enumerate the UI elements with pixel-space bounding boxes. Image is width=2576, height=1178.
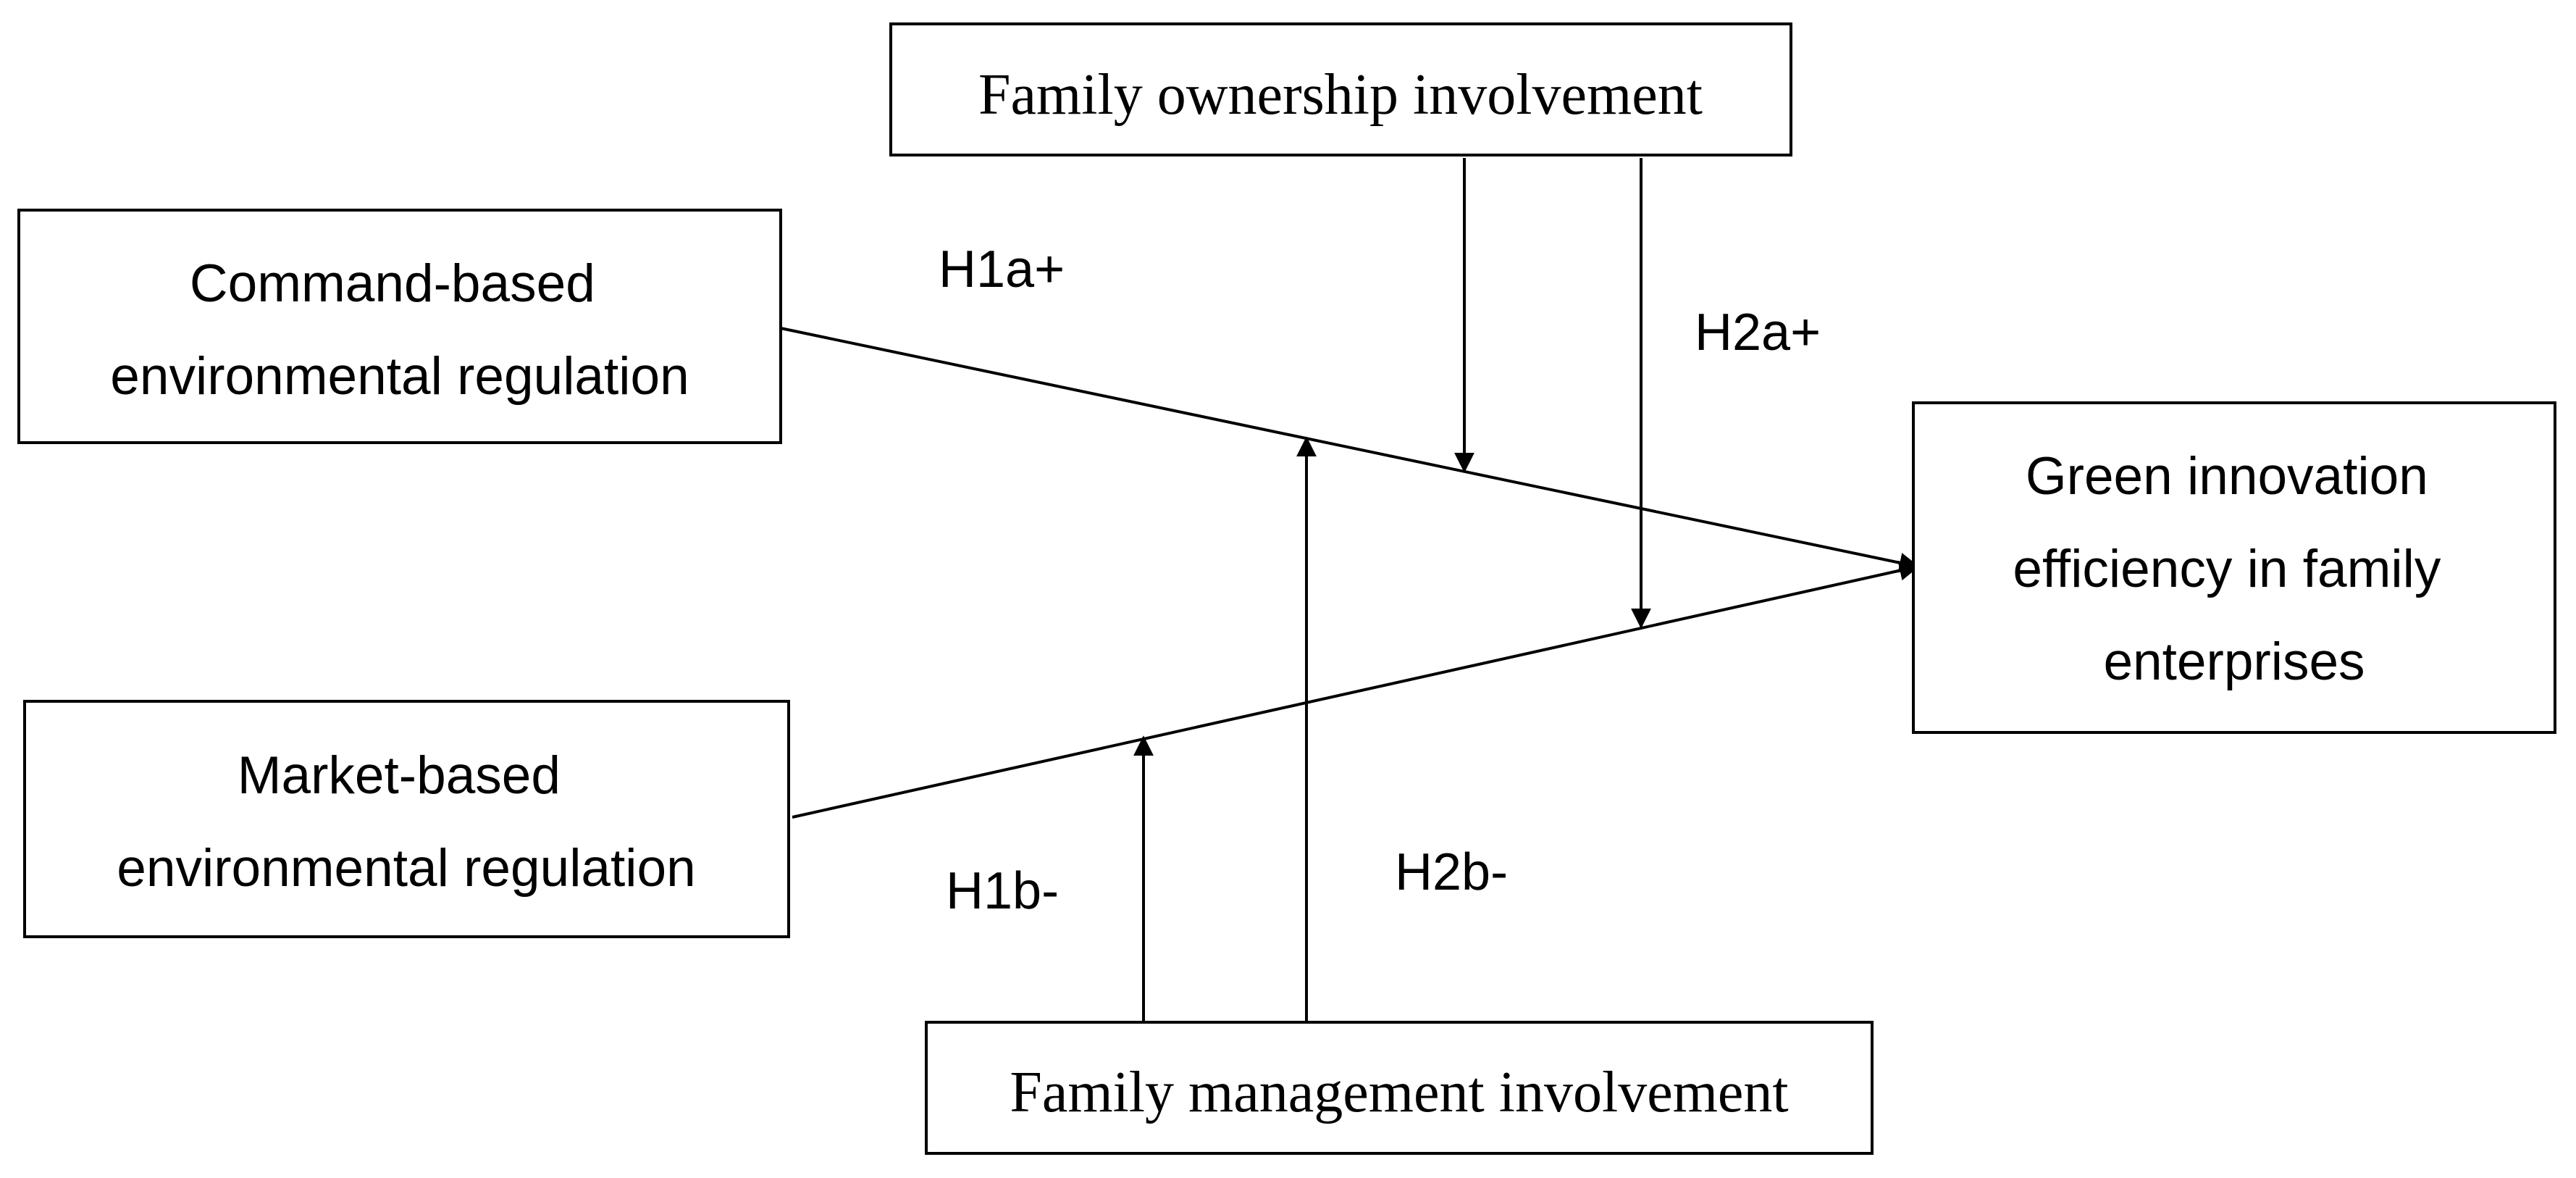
node-label-line: Family ownership involvement bbox=[978, 63, 1703, 127]
node-label-line: Market-based bbox=[238, 746, 561, 805]
svg-text:Family ownership involvement: Family ownership involvement bbox=[978, 63, 1703, 127]
hypothesis-label-h1a: H1a+ bbox=[939, 241, 1065, 298]
node-label-line: Green innovation bbox=[2026, 447, 2428, 506]
hypothesis-label-h2b: H2b- bbox=[1395, 843, 1508, 901]
node-label-line: Family management involvement bbox=[1010, 1061, 1788, 1124]
svg-text:Family management involvement: Family management involvement bbox=[1010, 1061, 1788, 1124]
path-market-to-green-innovation bbox=[792, 560, 1920, 819]
node-label-line: environmental regulation bbox=[117, 839, 695, 898]
node-command-based-environmental-regulation: Command-based environmental regulation bbox=[17, 209, 782, 444]
node-label-line: enterprises bbox=[2103, 632, 2365, 691]
node-label-line: efficiency in family bbox=[2013, 540, 2441, 598]
node-label-line: Command-based bbox=[190, 254, 595, 313]
path-command-to-green-innovation bbox=[780, 327, 1920, 573]
node-green-innovation-efficiency: Green innovation efficiency in family en… bbox=[1912, 401, 2556, 734]
svg-text:Command-based environmen: Command-based environmental regulation bbox=[110, 254, 689, 406]
node-market-based-environmental-regulation: Market-based environmental regulation bbox=[23, 700, 790, 938]
hypothesis-label-h2a: H2a+ bbox=[1695, 304, 1821, 362]
svg-text:Green innovation efficie: Green innovation efficiency in family en… bbox=[2013, 447, 2455, 691]
node-label-line: environmental regulation bbox=[110, 347, 689, 406]
svg-text:Market-based environment: Market-based environmental regulation bbox=[117, 746, 695, 898]
node-family-management-involvement: Family management involvement bbox=[925, 1021, 1874, 1155]
node-family-ownership-involvement: Family ownership involvement bbox=[889, 22, 1792, 156]
hypothesis-label-h1b: H1b- bbox=[946, 862, 1059, 920]
